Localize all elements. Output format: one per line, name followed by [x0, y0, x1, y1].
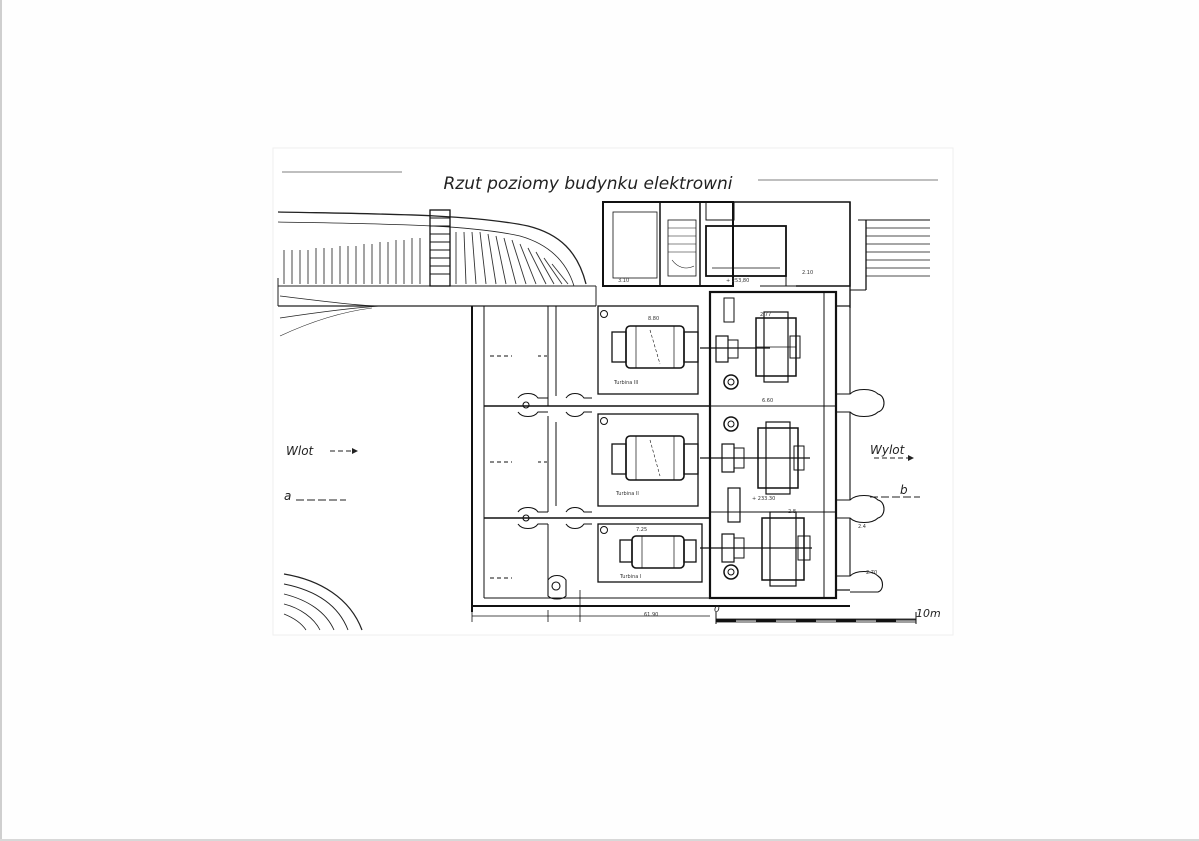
svg-text:Turbina I: Turbina I — [619, 574, 641, 580]
svg-text:2.70: 2.70 — [866, 570, 877, 576]
generator-set-2 — [700, 416, 810, 495]
outlet-recesses — [836, 290, 885, 593]
inlet-label: Wlot — [286, 444, 315, 458]
turbine-bay-2 — [597, 413, 699, 507]
gate-recesses — [517, 392, 592, 600]
svg-text:2.8: 2.8 — [788, 509, 796, 515]
lower-left-arcs — [283, 573, 363, 631]
section-a-label: a — [284, 489, 291, 503]
scale-end-label: 10m — [916, 607, 941, 620]
outlet-arrow-head — [908, 455, 914, 461]
svg-text:2.4: 2.4 — [858, 524, 866, 530]
embankment-stairs — [429, 209, 451, 287]
svg-text:+ 253,80: + 253,80 — [726, 278, 749, 284]
generator-set-3 — [700, 297, 801, 390]
dimension-marks: 3.10 + 253,80 2.10 8.80 2.77 6.60 + 233.… — [613, 270, 877, 618]
drawing-title: Rzut poziomy budynku elektrowni — [444, 174, 733, 194]
svg-text:7.25: 7.25 — [636, 527, 647, 533]
svg-text:3.10: 3.10 — [618, 278, 629, 284]
turbine-bay-3 — [597, 305, 699, 395]
scale-bar — [715, 612, 917, 624]
svg-text:2.10: 2.10 — [802, 270, 813, 276]
turbine-hall-walls — [471, 290, 850, 612]
svg-text:+ 233.30: + 233.30 — [752, 496, 775, 502]
bottom-dimension-line — [471, 590, 710, 622]
svg-text:6.60: 6.60 — [762, 398, 773, 404]
generator-set-1 — [700, 487, 812, 587]
scale-zero-label: 0 — [714, 605, 720, 615]
svg-text:Turbina II: Turbina II — [615, 491, 639, 497]
svg-text:2.77: 2.77 — [760, 312, 771, 318]
turbine-bay-1 — [597, 523, 703, 583]
embankment-hatching — [283, 231, 569, 285]
section-b-label: b — [900, 483, 908, 497]
outlet-label: Wylot — [870, 443, 906, 457]
svg-text:61.90: 61.90 — [644, 612, 658, 618]
svg-text:8.80: 8.80 — [648, 316, 659, 322]
svg-text:Turbina III: Turbina III — [613, 380, 638, 386]
inlet-arrow-head — [352, 448, 358, 454]
